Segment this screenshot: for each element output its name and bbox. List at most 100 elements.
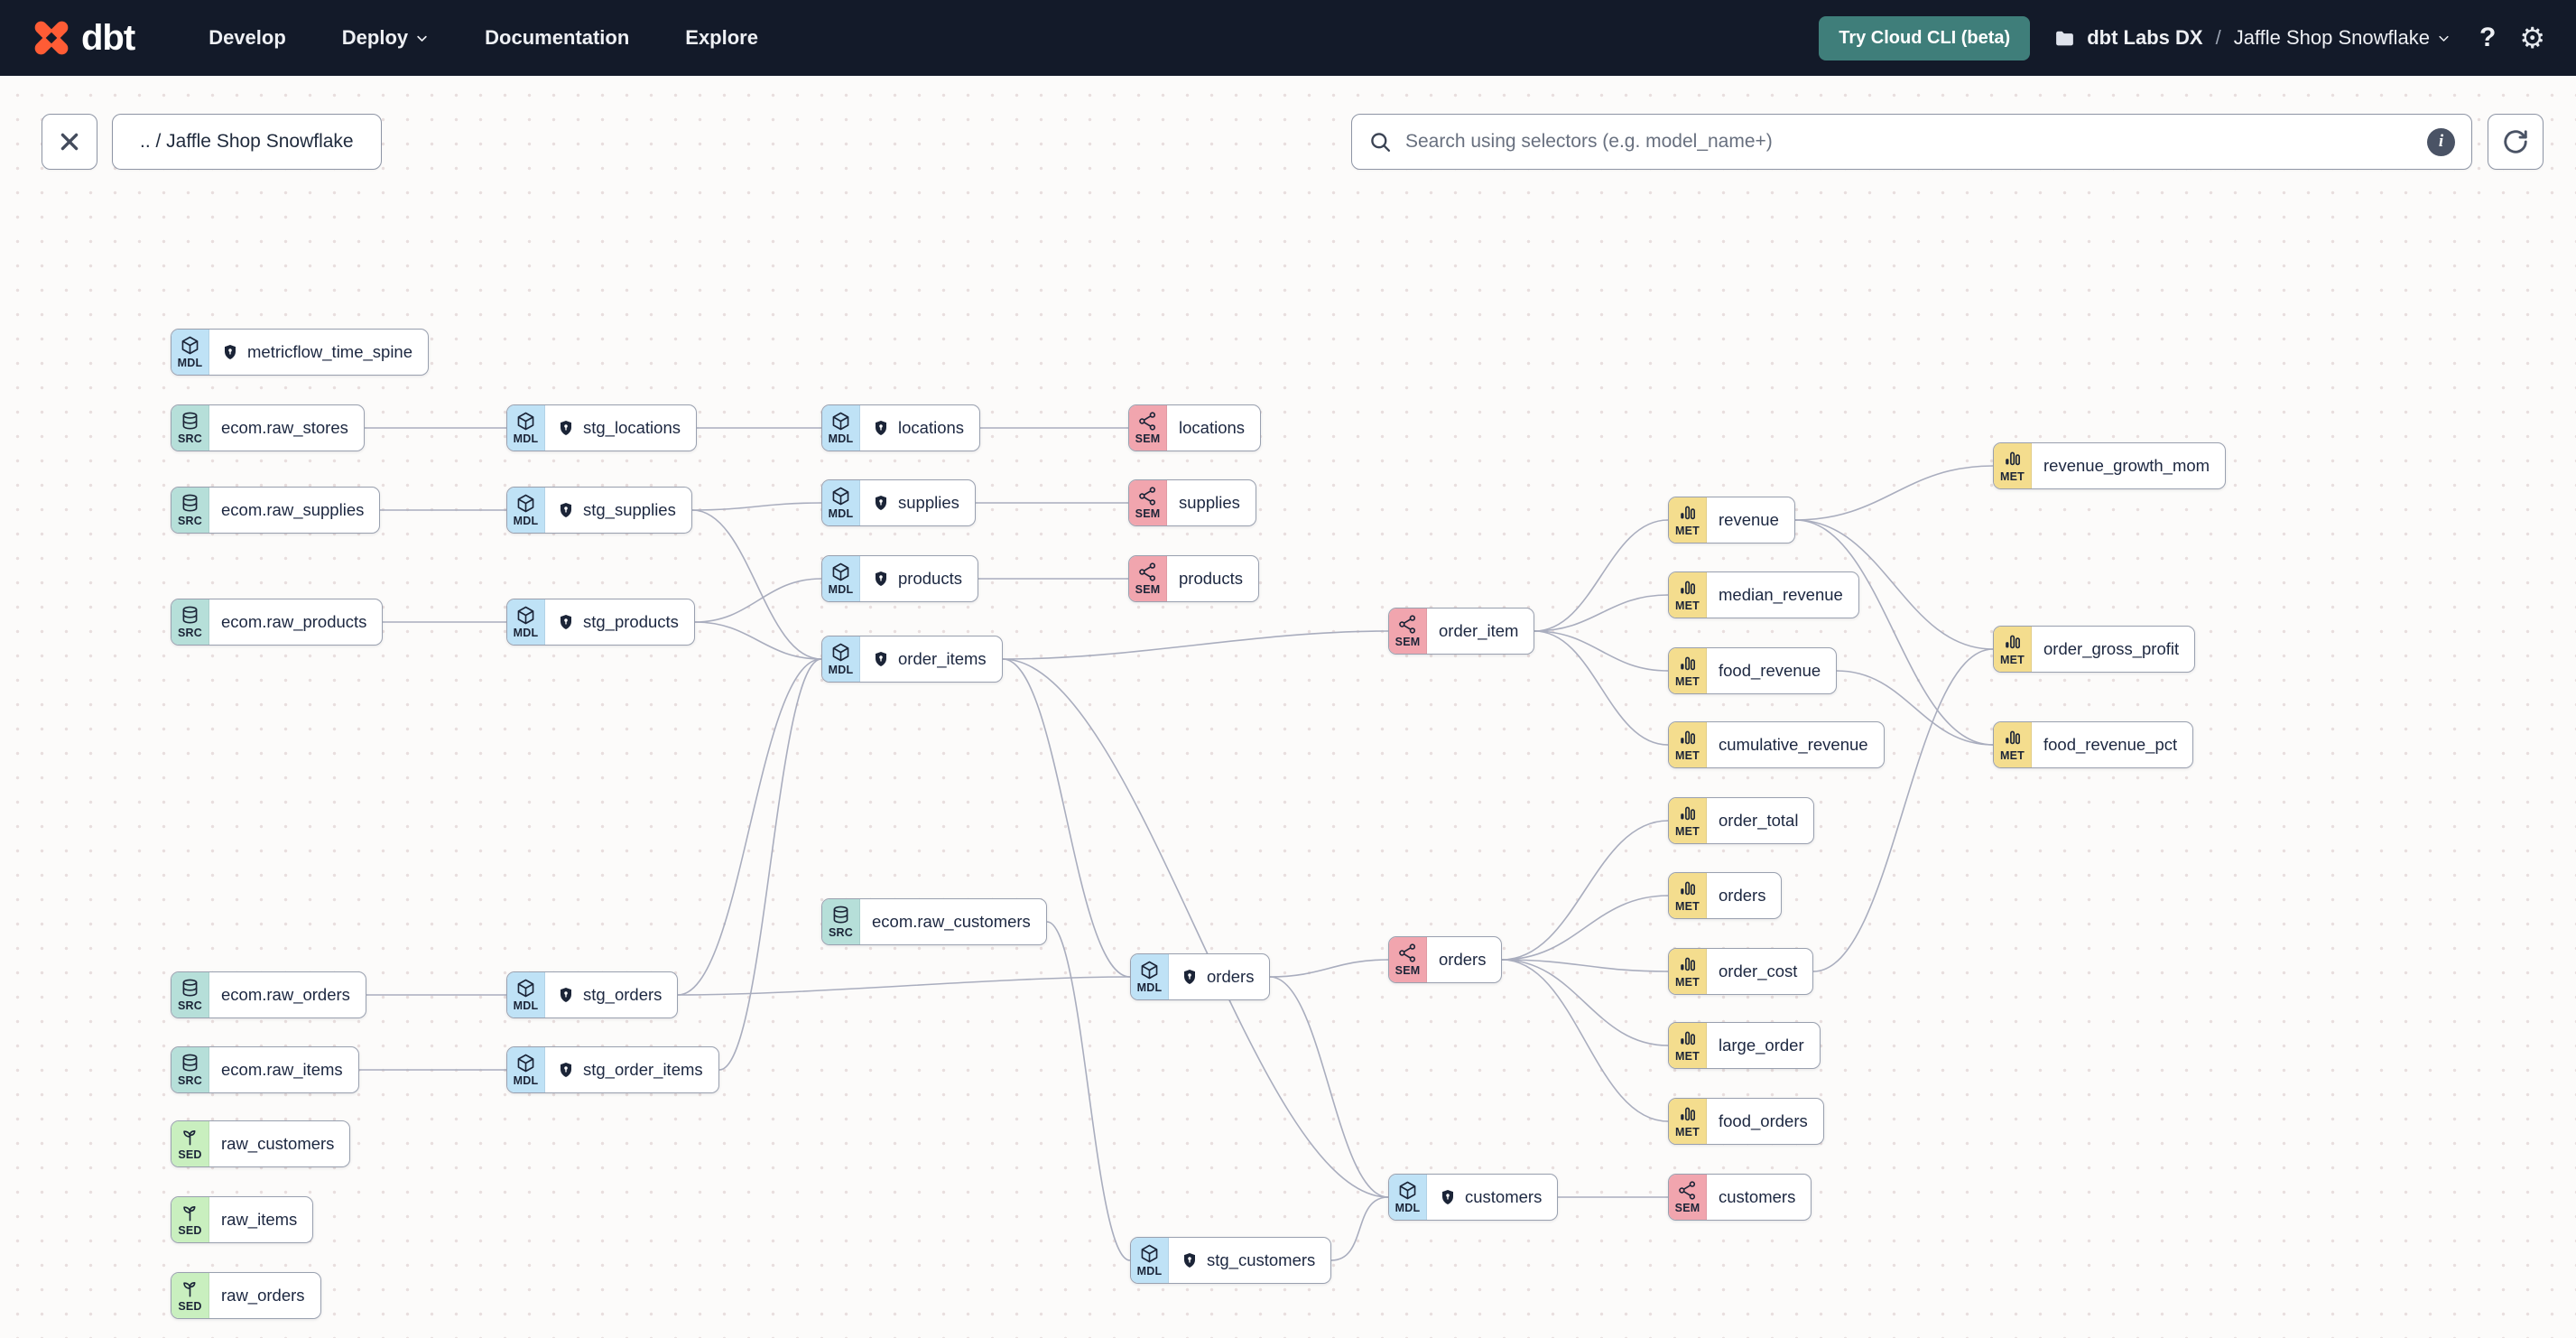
edge-sem_orders-to-met_order_total — [1501, 820, 1669, 961]
help-icon[interactable]: ? — [2479, 23, 2497, 52]
node-label: median_revenue — [1719, 585, 1843, 604]
cube-icon: MDL — [507, 599, 545, 645]
edge-mdl_stg_products-to-mdl_products — [694, 578, 822, 623]
semantic-graph-icon: SEM — [1389, 937, 1427, 982]
node-label: raw_customers — [221, 1134, 335, 1153]
try-cloud-cli-button[interactable]: Try Cloud CLI (beta) — [1819, 15, 2031, 60]
edge-mdl_orders-to-mdl_customers — [1269, 976, 1389, 1198]
nav-item-explore[interactable]: Explore — [685, 26, 758, 49]
environment-selector[interactable]: Jaffle Shop Snowflake — [2234, 26, 2451, 50]
lineage-breadcrumb-button[interactable]: .. / Jaffle Shop Snowflake — [112, 114, 382, 170]
node-sem_order_item[interactable]: SEM order_item — [1388, 608, 1535, 655]
node-label: supplies — [1179, 493, 1240, 512]
node-label: order_cost — [1719, 962, 1798, 980]
bar-chart-icon: MET — [1669, 572, 1707, 618]
selector-searchbar: i — [1351, 114, 2472, 170]
chevron-down-icon — [2439, 35, 2449, 42]
nav-item-deploy[interactable]: Deploy — [342, 26, 429, 50]
node-label: order_item — [1439, 621, 1519, 640]
edge-sem_order_item-to-met_food_revenue — [1534, 630, 1669, 672]
node-label: orders — [1719, 886, 1766, 905]
edge-sem_order_item-to-met_median_revenue — [1534, 594, 1669, 632]
nav-item-develop[interactable]: Develop — [208, 26, 286, 49]
refresh-button[interactable] — [2488, 114, 2544, 170]
dbt-logo[interactable]: dbt — [31, 17, 135, 59]
edge-mdl_order_items-to-sem_order_item — [1002, 630, 1389, 660]
node-label: raw_items — [221, 1210, 298, 1229]
bar-chart-icon: MET — [1994, 627, 2032, 672]
breadcrumb: .. / Jaffle Shop Snowflake — [140, 131, 354, 152]
seedling-icon: SED — [171, 1273, 209, 1318]
project-name[interactable]: dbt Labs DX — [2087, 26, 2203, 49]
gear-icon[interactable]: ⚙ — [2519, 22, 2545, 54]
semantic-graph-icon: SEM — [1389, 609, 1427, 654]
edge-sem_orders-to-met_food_orders — [1501, 959, 1669, 1122]
node-label: locations — [860, 405, 979, 451]
close-button[interactable] — [42, 114, 97, 170]
node-label: stg_orders — [545, 972, 677, 1017]
edge-mdl_order_items-to-mdl_customers — [1002, 658, 1389, 1198]
edge-met_revenue-to-met_revenue_growth_mom — [1794, 465, 1994, 521]
cube-icon: MDL — [507, 972, 545, 1017]
edge-sem_orders-to-met_order_cost — [1501, 959, 1669, 972]
folder-icon — [2056, 31, 2074, 45]
node-met_median_revenue[interactable]: MET median_revenue — [1668, 571, 1859, 618]
nav-item-documentation[interactable]: Documentation — [485, 26, 630, 49]
shield-icon — [221, 343, 239, 361]
shield-icon — [872, 650, 890, 668]
bar-chart-icon: MET — [1669, 648, 1707, 693]
node-label: orders — [1169, 954, 1269, 999]
info-icon[interactable]: i — [2427, 127, 2455, 156]
lineage-edges — [359, 427, 1994, 1261]
cube-icon: MDL — [1389, 1175, 1427, 1220]
cube-icon: MDL — [822, 405, 860, 451]
node-label: revenue — [1719, 510, 1779, 529]
search-input[interactable] — [1405, 131, 2414, 153]
database-icon: SRC — [171, 488, 209, 533]
project-breadcrumb: dbt Labs DX / Jaffle Shop Snowflake — [2053, 26, 2451, 50]
shield-icon — [872, 494, 890, 512]
shield-icon — [557, 1061, 575, 1079]
close-icon — [60, 133, 79, 151]
semantic-graph-icon: SEM — [1129, 405, 1167, 451]
